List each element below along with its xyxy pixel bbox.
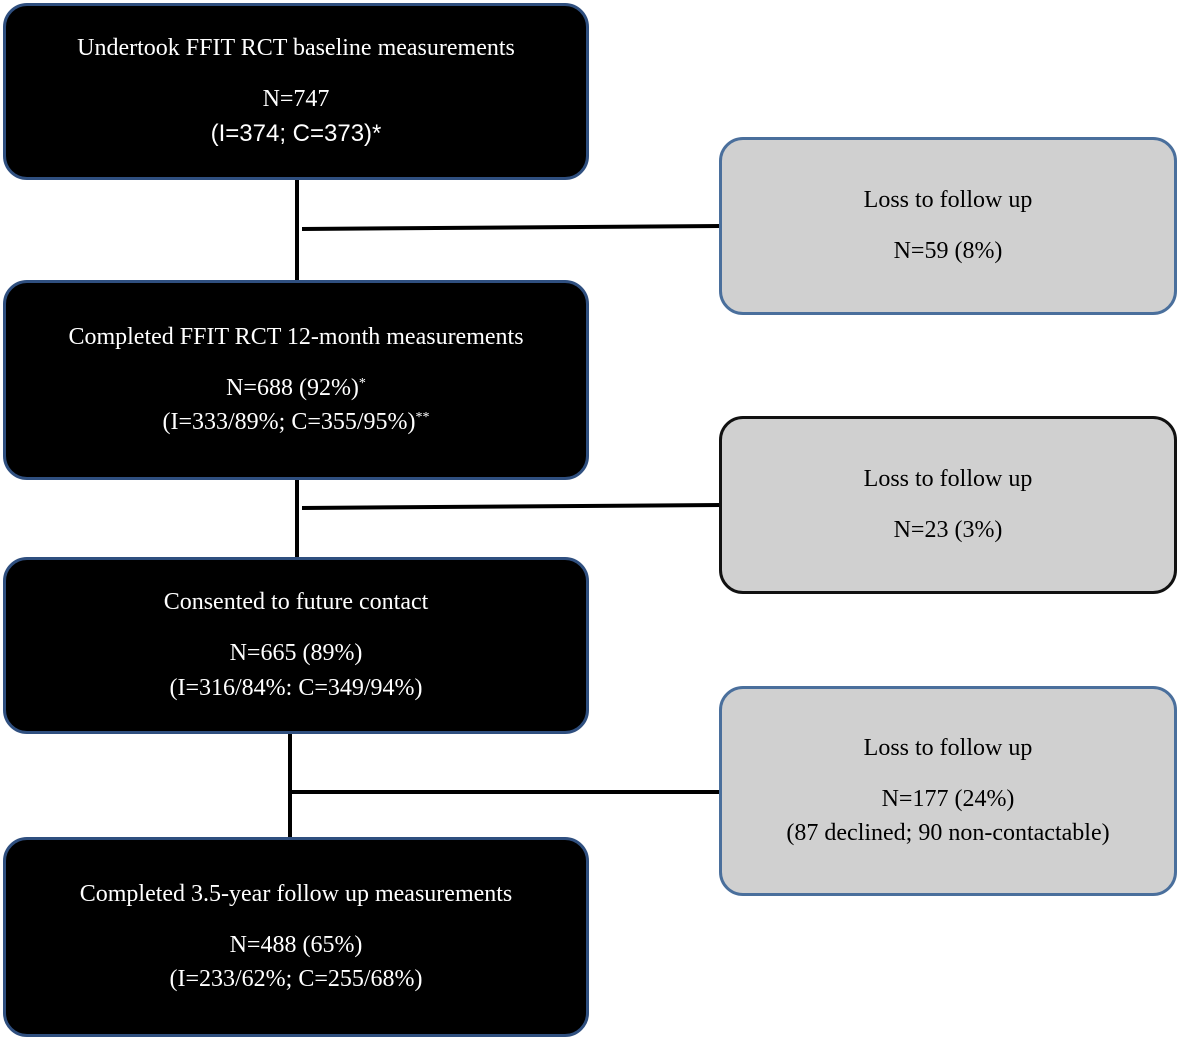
- loss-3-n: N=177 (24%): [881, 785, 1015, 812]
- loss-2-title: Loss to follow up: [863, 466, 1033, 493]
- consented-split: (I=316/84%: C=349/94%): [169, 674, 423, 701]
- twelve-month-n: N=688 (92%): [226, 374, 359, 401]
- baseline-title: Undertook FFIT RCT baseline measurements: [77, 35, 515, 62]
- baseline-box: Undertook FFIT RCT baseline measurements…: [3, 3, 589, 180]
- loss-box-1: Loss to follow up N=59 (8%): [719, 137, 1177, 315]
- loss-1-n: N=59 (8%): [893, 238, 1003, 264]
- followup-box: Completed 3.5-year follow up measurement…: [3, 837, 589, 1037]
- followup-title: Completed 3.5-year follow up measurement…: [79, 880, 513, 907]
- twelve-month-n-footnote: *: [358, 375, 366, 391]
- loss-1-title: Loss to follow up: [863, 187, 1033, 214]
- loss-2-n: N=23 (3%): [893, 517, 1003, 543]
- consented-box: Consented to future contact N=665 (89%) …: [3, 557, 589, 734]
- followup-split: (I=233/62%; C=255/68%): [169, 966, 423, 993]
- twelve-month-box: Completed FFIT RCT 12-month measurements…: [3, 280, 589, 480]
- baseline-n: N=747: [262, 86, 330, 113]
- loss-3-detail: (87 declined; 90 non-contactable): [786, 820, 1110, 847]
- consented-n: N=665 (89%): [229, 640, 363, 667]
- twelve-month-n-line: N=688 (92%)*: [226, 371, 366, 406]
- loss-box-2: Loss to follow up N=23 (3%): [719, 416, 1177, 594]
- twelve-month-title: Completed FFIT RCT 12-month measurements: [68, 323, 524, 350]
- baseline-split: (I=374; C=373)*: [210, 119, 382, 147]
- connector-horizontal-2: [301, 503, 722, 510]
- twelve-month-split: (I=333/89%; C=355/95%): [162, 409, 416, 436]
- connector-horizontal-1: [301, 224, 722, 231]
- consented-title: Consented to future contact: [163, 589, 429, 616]
- loss-3-title: Loss to follow up: [863, 734, 1033, 761]
- loss-box-3: Loss to follow up N=177 (24%) (87 declin…: [719, 686, 1177, 896]
- twelve-month-split-line: (I=333/89%; C=355/95%)**: [162, 405, 429, 440]
- twelve-month-split-footnote: **: [415, 410, 430, 426]
- followup-n: N=488 (65%): [229, 931, 363, 958]
